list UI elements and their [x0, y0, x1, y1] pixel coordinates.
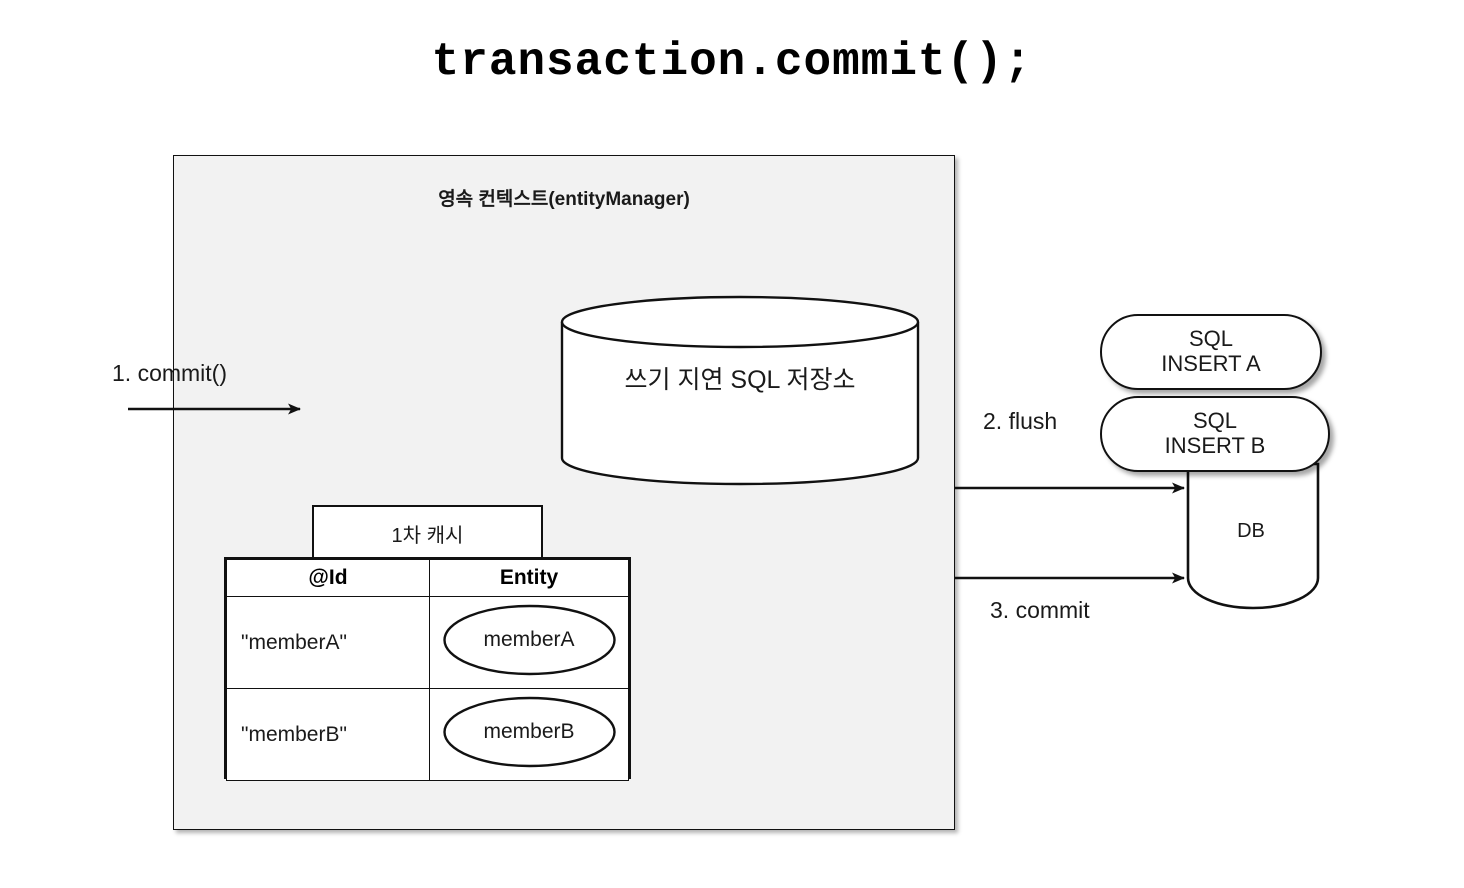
first-level-cache-tab-label: 1차 캐시: [391, 524, 464, 547]
flow-label-step1: 1. commit(): [112, 360, 227, 386]
table-row: "memberA" memberA: [226, 596, 629, 689]
sql-insert-b-line1: SQL: [1192, 408, 1238, 434]
write-behind-sql-store-cylinder: [560, 295, 920, 486]
database-label: DB: [1237, 520, 1265, 542]
sql-insert-b-pill: SQL INSERT B: [1100, 396, 1330, 472]
column-header-entity: Entity: [429, 559, 629, 597]
cell-entity: memberA: [429, 596, 629, 689]
sql-insert-a-line2: INSERT A: [1161, 351, 1261, 376]
entity-ellipse: memberA: [442, 604, 617, 676]
sql-insert-a-line1: SQL: [1188, 326, 1234, 352]
persistence-context-heading: 영속 컨텍스트(entityManager): [438, 189, 690, 210]
database-cylinder: [1186, 462, 1320, 612]
first-level-cache-table: @Id Entity "memberA" memberA: [224, 557, 631, 781]
cell-entity: memberB: [429, 688, 629, 781]
entity-label: memberB: [483, 720, 575, 743]
table-row: "memberB" memberB: [226, 688, 629, 781]
cell-id: "memberA": [226, 596, 430, 689]
cell-id: "memberB": [226, 688, 430, 781]
flow-label-step3: 3. commit: [990, 597, 1090, 623]
table-header-row: @Id Entity: [226, 559, 629, 597]
sql-insert-b-line2: INSERT B: [1164, 433, 1266, 458]
entity-label: memberA: [483, 628, 575, 651]
column-header-id: @Id: [226, 559, 430, 597]
flow-label-step2: 2. flush: [983, 408, 1058, 434]
sql-insert-a-pill: SQL INSERT A: [1100, 314, 1322, 390]
page-title: transaction.commit();: [431, 36, 1033, 88]
write-behind-sql-store-label: 쓰기 지연 SQL 저장소: [624, 366, 856, 394]
entity-ellipse: memberB: [442, 696, 617, 768]
first-level-cache-tab: 1차 캐시: [312, 505, 543, 559]
